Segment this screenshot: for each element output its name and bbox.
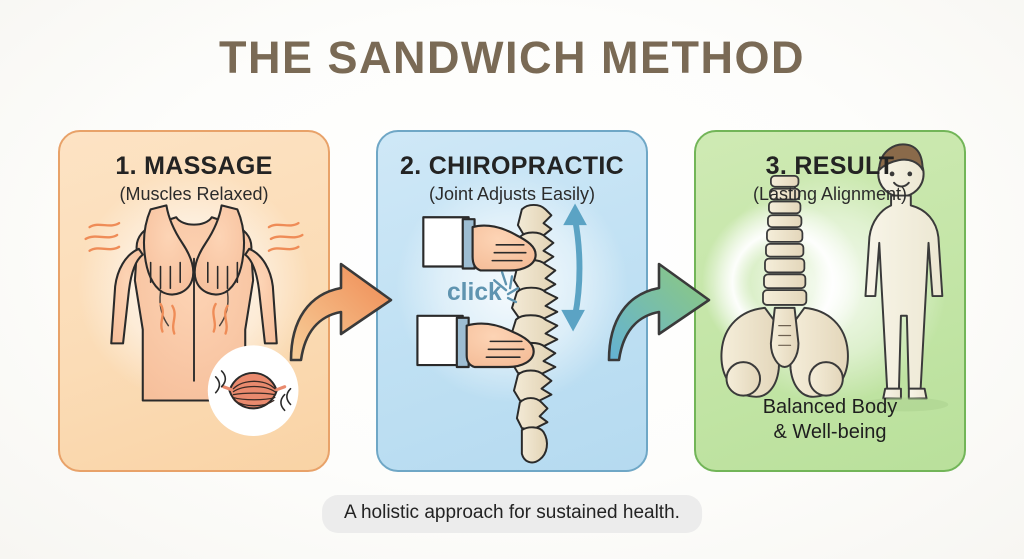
arrow-head-down — [561, 309, 585, 332]
panel-chiropractic-header: 2. CHIROPRACTIC (Joint Adjusts Easily) — [378, 152, 646, 205]
pelvis — [720, 306, 849, 398]
panel-massage-header: 1. MASSAGE (Muscles Relaxed) — [60, 152, 328, 205]
panel-massage-title: 1. MASSAGE — [115, 152, 273, 180]
panel-massage-subtitle: (Muscles Relaxed) — [119, 183, 269, 204]
click-label: click — [447, 279, 502, 306]
arrow-massage-to-chiropractic — [289, 262, 393, 362]
arrow-head-up — [563, 203, 587, 226]
panel-chiropractic-subtitle: (Joint Adjusts Easily) — [428, 183, 596, 204]
panel-result-header: 3. RESULT (Lasting Alignment) — [696, 152, 964, 205]
arrow-chiropractic-to-result — [607, 262, 711, 362]
panel-result: 3. RESULT (Lasting Alignment) — [694, 130, 966, 472]
page-title: THE SANDWICH METHOD — [219, 32, 805, 83]
panel-result-subtitle: (Lasting Alignment) — [752, 183, 908, 204]
adjustment-double-arrow — [572, 216, 583, 319]
panel-result-caption-line-2: & Well-being — [773, 421, 887, 444]
panel-result-caption-line-1: Balanced Body — [762, 395, 898, 418]
panel-chiropractic-title: 2. CHIROPRACTIC — [400, 152, 624, 180]
hair — [878, 143, 924, 171]
footer-caption: A holistic approach for sustained health… — [322, 495, 702, 533]
panel-result-title: 3. RESULT — [765, 152, 895, 180]
panel-result-caption: Balanced Body & Well-being — [696, 395, 964, 446]
